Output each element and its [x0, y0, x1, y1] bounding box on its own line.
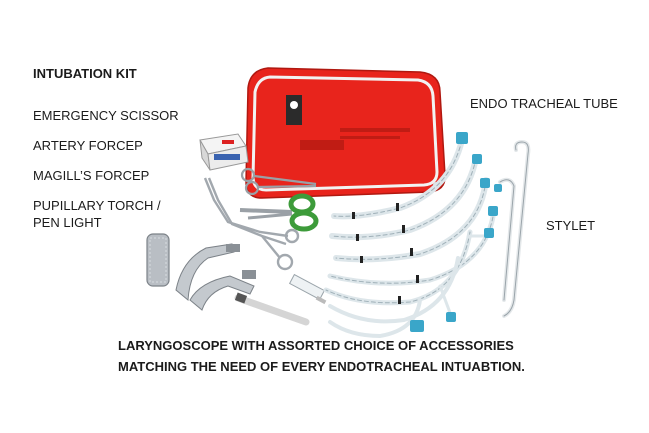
label-stylet: STYLET	[546, 218, 596, 233]
artery-forcep-icon	[240, 167, 317, 196]
label-artery-forcep: ARTERY FORCEP	[33, 138, 143, 153]
label-magill-forcep: MAGILL’S FORCEP	[33, 168, 150, 183]
label-pupillary-torch: PUPILLARY TORCH /	[33, 198, 161, 213]
label-endo-tracheal-tube: ENDO TRACHEAL TUBE	[470, 96, 618, 111]
emergency-scissor-icon	[239, 193, 319, 232]
label-pen-light: PEN LIGHT	[33, 215, 102, 230]
magill-forcep-icon	[203, 177, 300, 271]
red-bag-icon	[245, 67, 446, 199]
caption: LARYNGOSCOPE WITH ASSORTED CHOICE OF ACC…	[118, 335, 525, 377]
caption-line-2: MATCHING THE NEED OF EVERY ENDOTRACHEAL …	[118, 359, 525, 374]
stylet-icon	[498, 139, 531, 318]
medical-box-icon	[199, 133, 249, 171]
caption-line-1: LARYNGOSCOPE WITH ASSORTED CHOICE OF ACC…	[118, 338, 514, 353]
tube-markings	[352, 203, 419, 304]
syringe-icon	[288, 273, 327, 305]
label-emergency-scissor: EMERGENCY SCISSOR	[33, 108, 179, 123]
laryngoscope-icon	[146, 233, 256, 311]
tube-connectors-icon	[410, 132, 502, 332]
pen-light-icon	[234, 292, 310, 326]
kit-title: INTUBATION KIT	[33, 66, 137, 81]
